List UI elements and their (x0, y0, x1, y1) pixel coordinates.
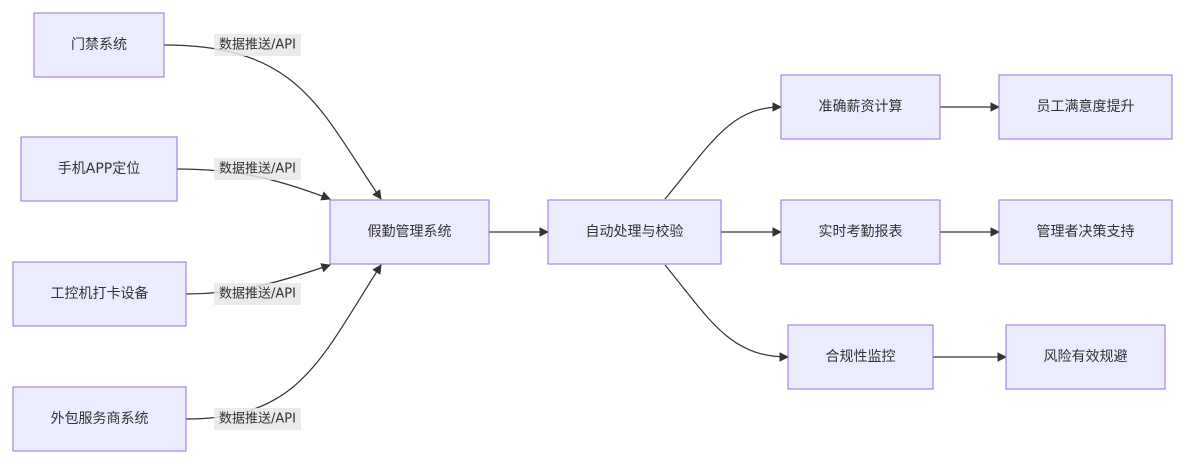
node-compliance[interactable]: 合规性监控 (787, 324, 934, 390)
edge-label-access-control: 数据推送/API (214, 34, 301, 56)
node-access-control-label: 门禁系统 (71, 37, 127, 53)
nodes: 门禁系统 手机APP定位 工控机打卡设备 外包服务商系统 假勤管理系统 自动处理… (12, 12, 1173, 452)
edge-label-industrial-device-text: 数据推送/API (219, 287, 296, 302)
node-leave-system[interactable]: 假勤管理系统 (329, 199, 490, 265)
edge-auto-process-to-payroll (664, 102, 782, 200)
edge-label-mobile-app-text: 数据推送/API (219, 162, 296, 177)
node-mobile-app-label: 手机APP定位 (58, 161, 140, 177)
node-auto-process-label: 自动处理与校验 (586, 223, 684, 240)
node-compliance-label: 合规性监控 (826, 349, 896, 365)
edge-label-outsourcing: 数据推送/API (214, 408, 301, 430)
edge-labels: 数据推送/API 数据推送/API 数据推送/API 数据推送/API (214, 34, 301, 430)
node-risk[interactable]: 风险有效规避 (1005, 324, 1166, 390)
edge-label-industrial-device: 数据推送/API (214, 283, 301, 305)
node-mobile-app[interactable]: 手机APP定位 (20, 136, 178, 202)
node-satisfaction[interactable]: 员工满意度提升 (998, 74, 1173, 140)
edge-label-access-control-text: 数据推送/API (219, 38, 296, 53)
node-outsourcing-label: 外包服务商系统 (51, 411, 149, 427)
node-risk-label: 风险有效规避 (1044, 349, 1128, 365)
node-realtime-report[interactable]: 实时考勤报表 (780, 199, 941, 265)
node-outsourcing[interactable]: 外包服务商系统 (12, 386, 187, 452)
node-decision-label: 管理者决策支持 (1037, 223, 1135, 240)
node-industrial-device[interactable]: 工控机打卡设备 (12, 261, 187, 327)
node-payroll[interactable]: 准确薪资计算 (780, 74, 941, 140)
node-auto-process[interactable]: 自动处理与校验 (547, 199, 722, 265)
node-realtime-report-label: 实时考勤报表 (819, 224, 903, 240)
node-payroll-label: 准确薪资计算 (819, 99, 903, 115)
node-leave-system-label: 假勤管理系统 (368, 224, 452, 240)
node-access-control[interactable]: 门禁系统 (33, 12, 165, 78)
node-decision[interactable]: 管理者决策支持 (998, 199, 1173, 265)
node-industrial-device-label: 工控机打卡设备 (51, 285, 149, 302)
edge-auto-process-to-compliance (664, 264, 789, 362)
edge-access-control-to-leave-system (163, 44, 382, 200)
edge-label-mobile-app: 数据推送/API (214, 158, 301, 180)
node-satisfaction-label: 员工满意度提升 (1037, 98, 1135, 115)
edge-label-outsourcing-text: 数据推送/API (219, 412, 296, 427)
